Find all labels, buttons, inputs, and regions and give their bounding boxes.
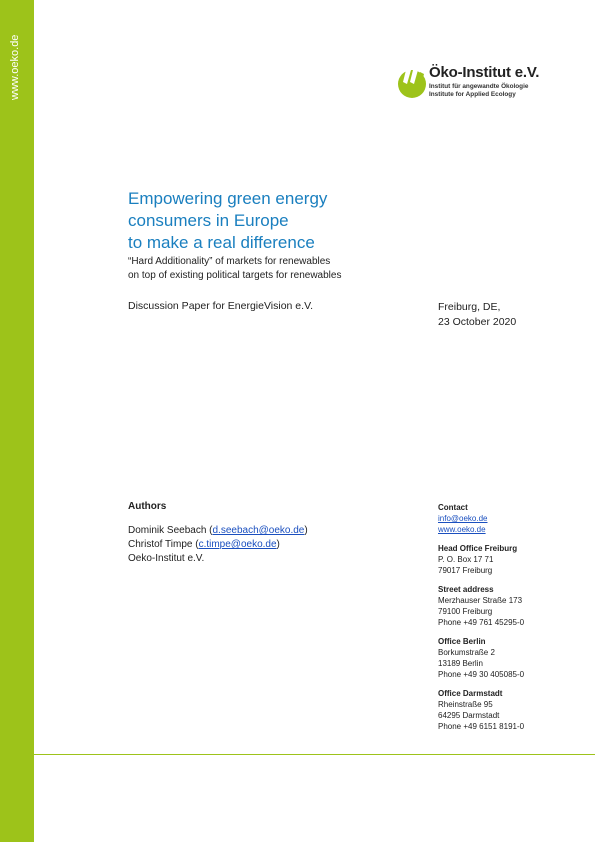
author-name: Dominik Seebach (128, 525, 207, 536)
paper-type: Discussion Paper for EnergieVision e.V. (128, 300, 314, 312)
head-office-block: Head Office Freiburg P. O. Box 17 71 790… (438, 543, 524, 576)
subtitle-line-2: on top of existing political targets for… (128, 270, 342, 281)
author-email-link[interactable]: c.timpe@oeko.de (198, 539, 277, 550)
logo-name: Öko-Institut e.V. (429, 64, 540, 81)
street-address-heading: Street address (438, 585, 494, 594)
contact-block: Contact info@oeko.de www.oeko.de (438, 502, 524, 535)
title-line-3: to make a real difference (128, 233, 315, 252)
contact-web-link[interactable]: www.oeko.de (438, 525, 486, 534)
contact-section: Contact info@oeko.de www.oeko.de Head Of… (438, 502, 524, 740)
office-darmstadt-phone: Phone +49 6151 8191-0 (438, 722, 525, 731)
office-berlin-line: 13189 Berlin (438, 659, 483, 668)
head-office-line: 79017 Freiburg (438, 566, 493, 575)
office-berlin-block: Office Berlin Borkumstraße 2 13189 Berli… (438, 636, 524, 680)
document-title: Empowering green energy consumers in Eur… (128, 188, 428, 254)
place: Freiburg, DE, (438, 301, 501, 313)
leaf-logo-icon (398, 70, 426, 98)
office-darmstadt-line: Rheinstraße 95 (438, 700, 493, 709)
oeko-institut-logo: Öko-Institut e.V. Institut für angewandt… (397, 62, 557, 102)
author-entry: Christof Timpe (c.timpe@oeko.de) (128, 539, 280, 550)
bottom-divider (34, 754, 595, 755)
logo-subtitle-de: Institut für angewandte Ökologie (429, 83, 529, 90)
document-subtitle: “Hard Additionality” of markets for rene… (128, 255, 341, 283)
office-darmstadt-line: 64295 Darmstadt (438, 711, 500, 720)
contact-email-link[interactable]: info@oeko.de (438, 514, 488, 523)
author-email-link[interactable]: d.seebach@oeko.de (212, 525, 305, 536)
title-line-2: consumers in Europe (128, 211, 289, 230)
office-berlin-phone: Phone +49 30 405085-0 (438, 670, 525, 679)
head-office-line: P. O. Box 17 71 (438, 555, 494, 564)
sidebar-url[interactable]: www.oeko.de (9, 34, 21, 100)
author-name: Christof Timpe (128, 539, 193, 550)
authors-section: Authors Dominik Seebach (d.seebach@oeko.… (128, 500, 308, 566)
title-line-1: Empowering green energy (128, 189, 328, 208)
author-entry: Dominik Seebach (d.seebach@oeko.de) (128, 525, 308, 536)
authors-heading: Authors (128, 501, 167, 512)
place-date: Freiburg, DE, 23 October 2020 (438, 300, 516, 330)
subtitle-line-1: “Hard Additionality” of markets for rene… (128, 256, 331, 267)
head-office-heading: Head Office Freiburg (438, 544, 518, 553)
office-darmstadt-heading: Office Darmstadt (438, 689, 503, 698)
office-darmstadt-block: Office Darmstadt Rheinstraße 95 64295 Da… (438, 688, 524, 732)
street-address-line: Merzhauser Straße 173 (438, 596, 523, 605)
office-berlin-line: Borkumstraße 2 (438, 648, 495, 657)
sidebar-band: www.oeko.de (0, 0, 34, 842)
contact-heading: Contact (438, 503, 468, 512)
street-address-line: 79100 Freiburg (438, 607, 493, 616)
street-address-block: Street address Merzhauser Straße 173 791… (438, 584, 524, 628)
date: 23 October 2020 (438, 316, 517, 328)
logo-subtitle-en: Institute for Applied Ecology (429, 91, 516, 98)
office-berlin-heading: Office Berlin (438, 637, 486, 646)
author-affiliation: Oeko-Institut e.V. (128, 553, 205, 564)
street-phone: Phone +49 761 45295-0 (438, 618, 525, 627)
